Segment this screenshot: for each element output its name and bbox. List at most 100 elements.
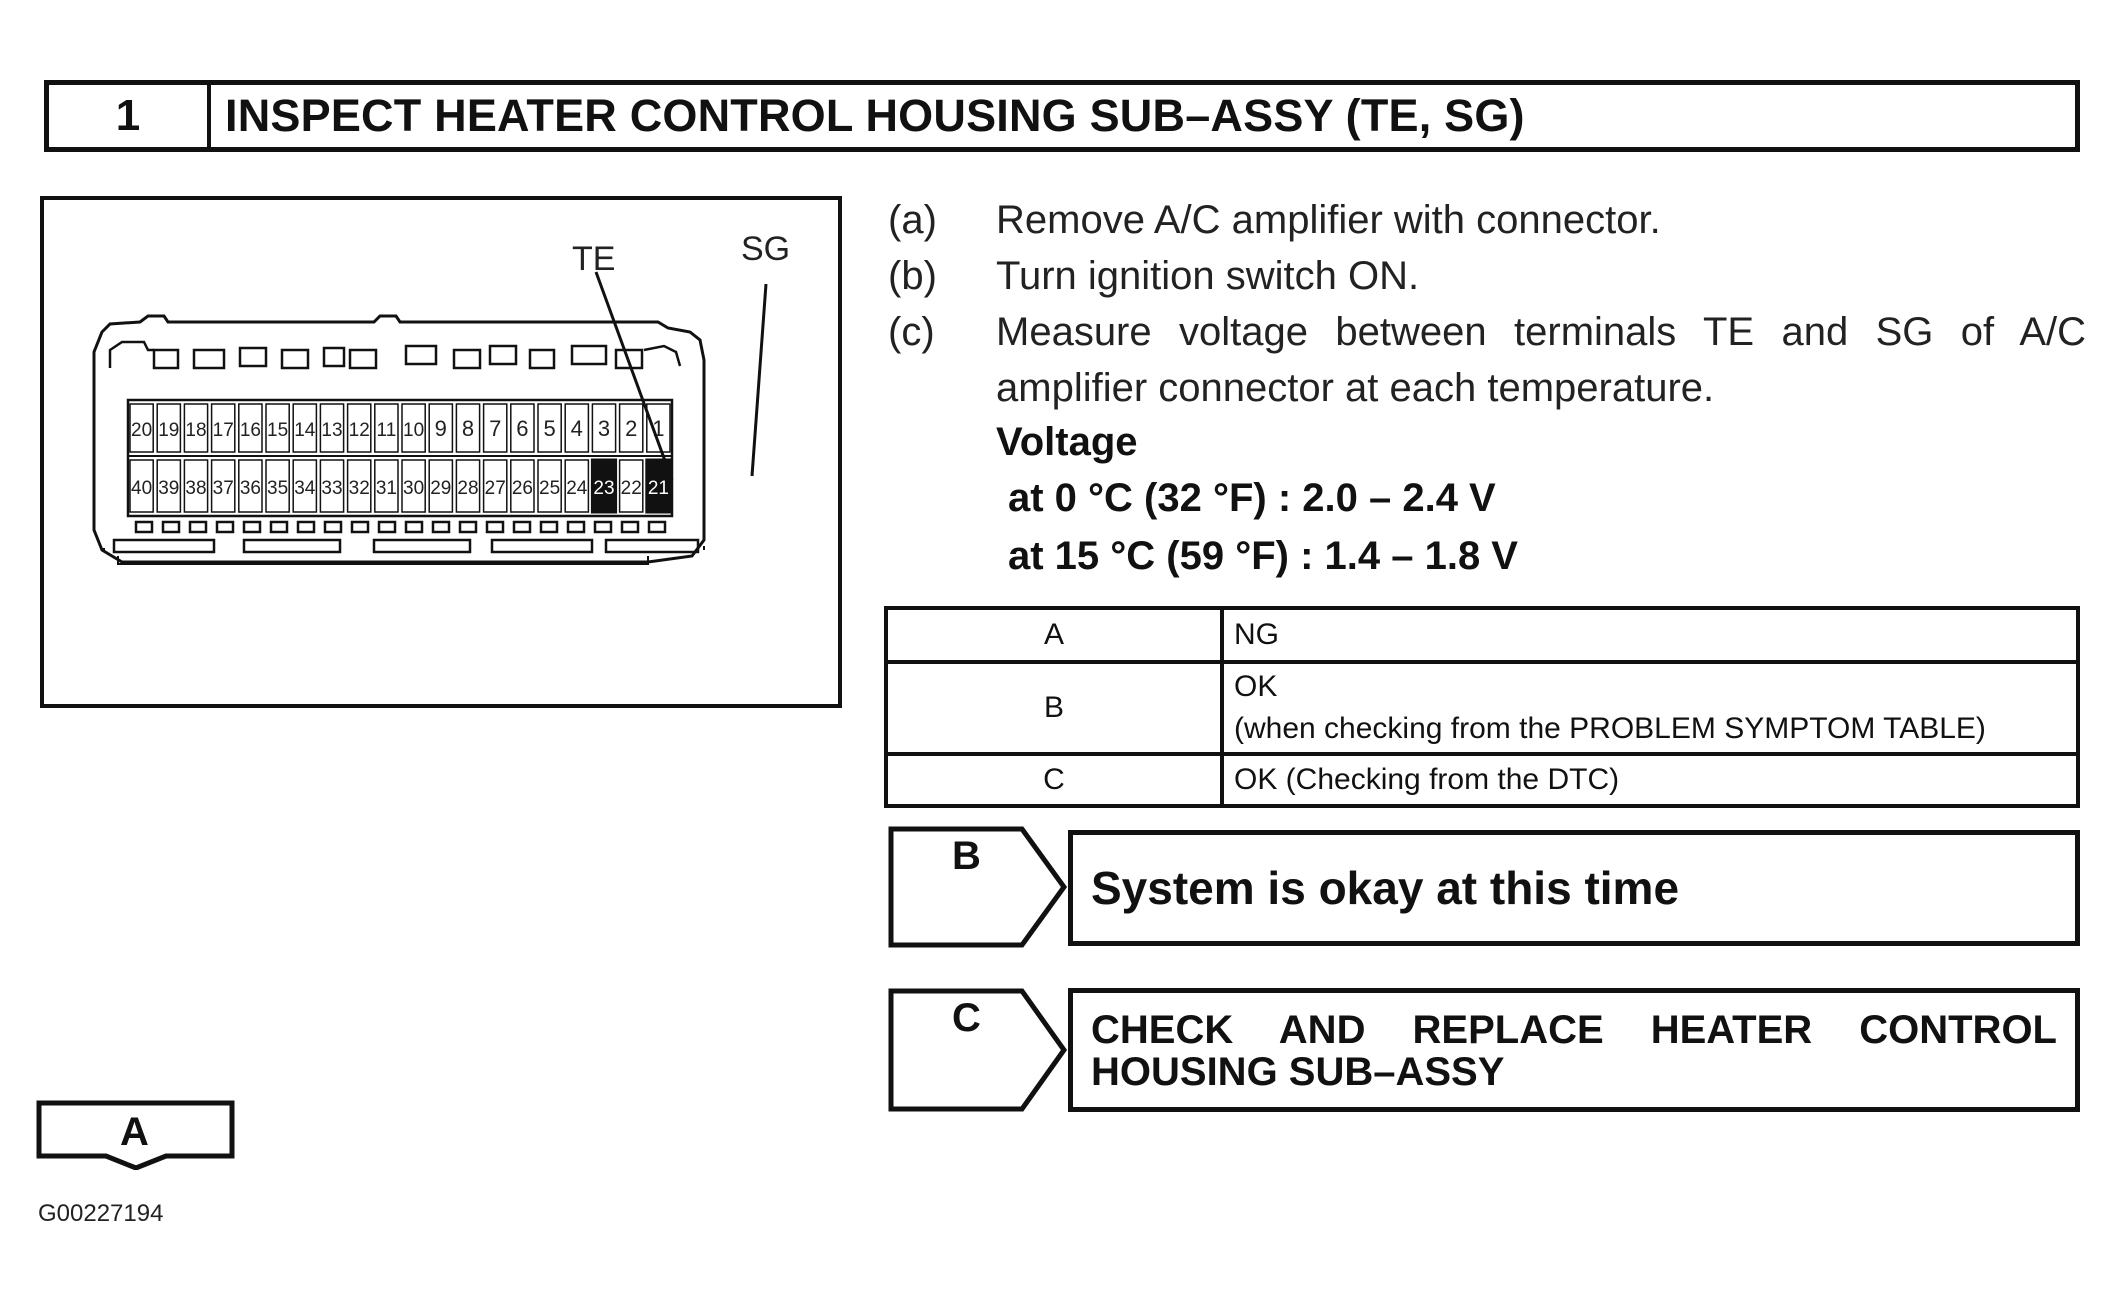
figure-id: G00227194 [38,1200,164,1227]
lock-tab [152,348,180,370]
voltage-spec-15c: at 15 °C (59 °F) : 1.4 – 1.8 V [1008,534,1518,578]
latch-slot [215,520,235,534]
pin-number: 33 [321,478,342,499]
down-arrow-icon [36,1100,235,1170]
result-c-line2: HOUSING SUB–ASSY [1091,1050,1505,1094]
pin-cell [292,459,318,513]
branch-arrow-icon [888,988,1068,1112]
sg-label: SG [741,230,790,268]
pin-number: 39 [158,478,179,499]
pin-number: 6 [516,416,528,441]
te-label: TE [572,240,615,278]
pin-cell [319,459,345,513]
pin-number: 30 [403,478,424,499]
branch-arrow-icon [888,826,1068,948]
pin-cell [590,458,618,514]
table-row: B OK (when checking from the PROBLEM SYM… [884,660,2080,756]
latch-slot [647,520,667,534]
lock-tab [348,348,378,370]
pin-cell [129,403,154,453]
lock-tab [570,344,608,366]
latch-slot [161,520,181,534]
pin-cell [401,403,426,453]
pin-number: 2 [625,416,637,441]
pin-number: 27 [485,478,506,499]
latch-slot [134,520,154,534]
pin-cell [238,403,263,453]
result-text: NG [1220,606,2080,664]
latch-slot [188,520,208,534]
pin-number: 10 [403,420,424,441]
pin-number: 32 [349,478,370,499]
step-number: 1 [49,85,211,147]
pin-cell [183,403,209,453]
result-text: OK [1234,670,1278,703]
pin-number: 34 [294,478,316,499]
pin-cell [156,459,182,513]
step-a-label: (a) [888,198,937,242]
pin-cell [428,403,454,453]
step-a-text: Remove A/C amplifier with connector. [996,198,1661,242]
pin-cell [319,403,345,453]
latch-slot [296,520,316,534]
latch-slot [404,520,424,534]
lock-tab [614,348,644,370]
branch-a-code: A [120,1110,149,1154]
latch-slot [512,520,532,534]
result-text: OK (Checking from the DTC) [1220,752,2080,808]
latch-slot [458,520,478,534]
pin-number: 20 [131,420,152,441]
result-code: C [884,752,1224,808]
branch-b-tag: B [888,826,1068,948]
result-code: A [884,606,1224,664]
pin-number: 40 [131,478,152,499]
latch-slot [377,520,397,534]
pin-cell [618,403,644,453]
pin-number: 35 [267,478,288,499]
pin-number: 18 [185,420,206,441]
step-c: (c) Measure voltage between terminals TE… [888,304,2088,416]
result-cell: OK (when checking from the PROBLEM SYMPT… [1220,660,2080,756]
pin-number: 28 [457,478,478,499]
step-b-label: (b) [888,254,937,298]
pin-cell [183,459,209,513]
result-b-box: System is okay at this time [1068,830,2080,946]
pin-cell [537,403,562,453]
pin-number: 25 [539,478,560,499]
pin-cell [564,459,590,513]
pin-number: 26 [512,478,533,499]
latch-slot [372,538,472,554]
latch-slot [431,520,451,534]
pin-cell [346,403,372,453]
latch-slot [566,520,586,534]
table-row: A NG [884,606,2080,664]
branch-a-tag: A [36,1100,236,1170]
lock-tab [322,346,346,368]
pin-number: 11 [377,420,397,441]
pin-cell [129,459,154,513]
voltage-heading: Voltage [996,420,1138,464]
latch-slot [269,520,289,534]
pin-cell [455,403,481,453]
step-c-text: Measure voltage between terminals TE and… [996,310,2086,410]
step-b-text: Turn ignition switch ON. [996,254,1420,298]
table-row: C OK (Checking from the DTC) [884,752,2080,808]
pin-cell [564,403,590,453]
result-note: (when checking from the PROBLEM SYMPTOM … [1234,712,1986,745]
lock-tab [488,344,518,366]
result-c-box: CHECK AND REPLACE HEATER CONTROL HOUSING… [1068,988,2080,1112]
latch-slot [604,538,700,554]
step-header: 1 INSPECT HEATER CONTROL HOUSING SUB–ASS… [44,80,2080,152]
lock-tab [238,346,268,368]
pin-number: 12 [349,420,370,441]
pin-number: 3 [598,416,610,441]
lock-tab [528,348,556,370]
branch-c-tag: C [888,988,1068,1112]
pin-number: 16 [240,420,261,441]
latch-slot [242,538,342,554]
latch-slot [350,520,370,534]
pin-cell [645,458,672,514]
pin-number: 37 [213,478,234,499]
